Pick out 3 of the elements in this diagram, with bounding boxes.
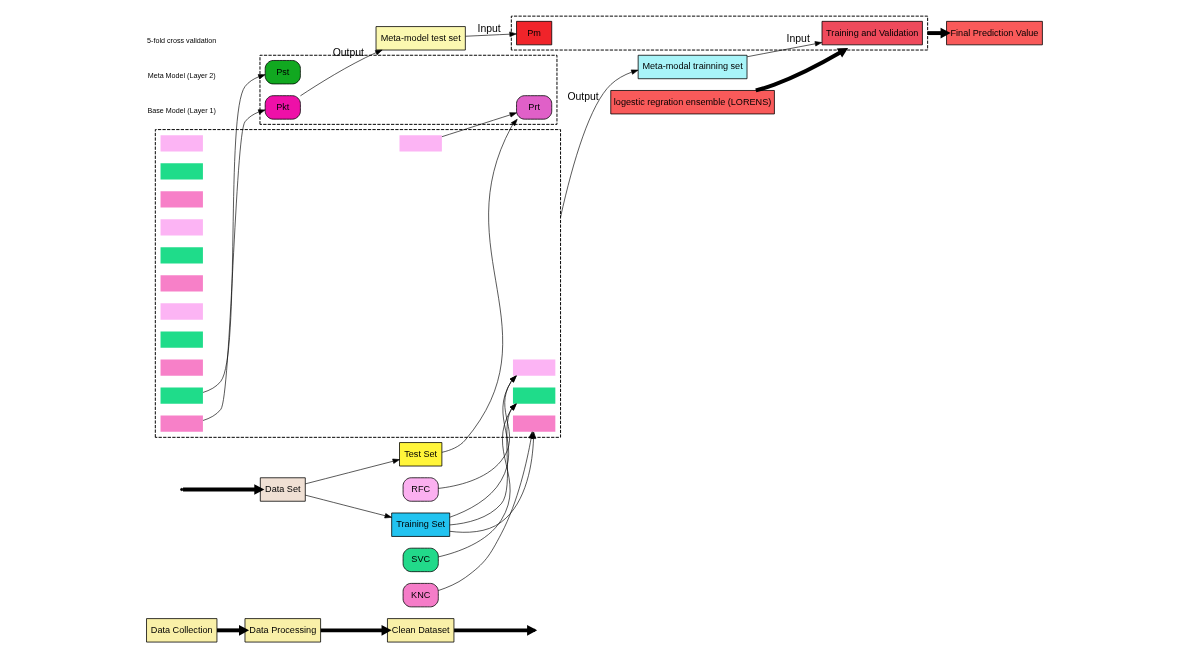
edge-label: Input — [786, 33, 810, 45]
edge-label: Input — [477, 22, 501, 34]
edge-label: Output — [567, 91, 599, 103]
